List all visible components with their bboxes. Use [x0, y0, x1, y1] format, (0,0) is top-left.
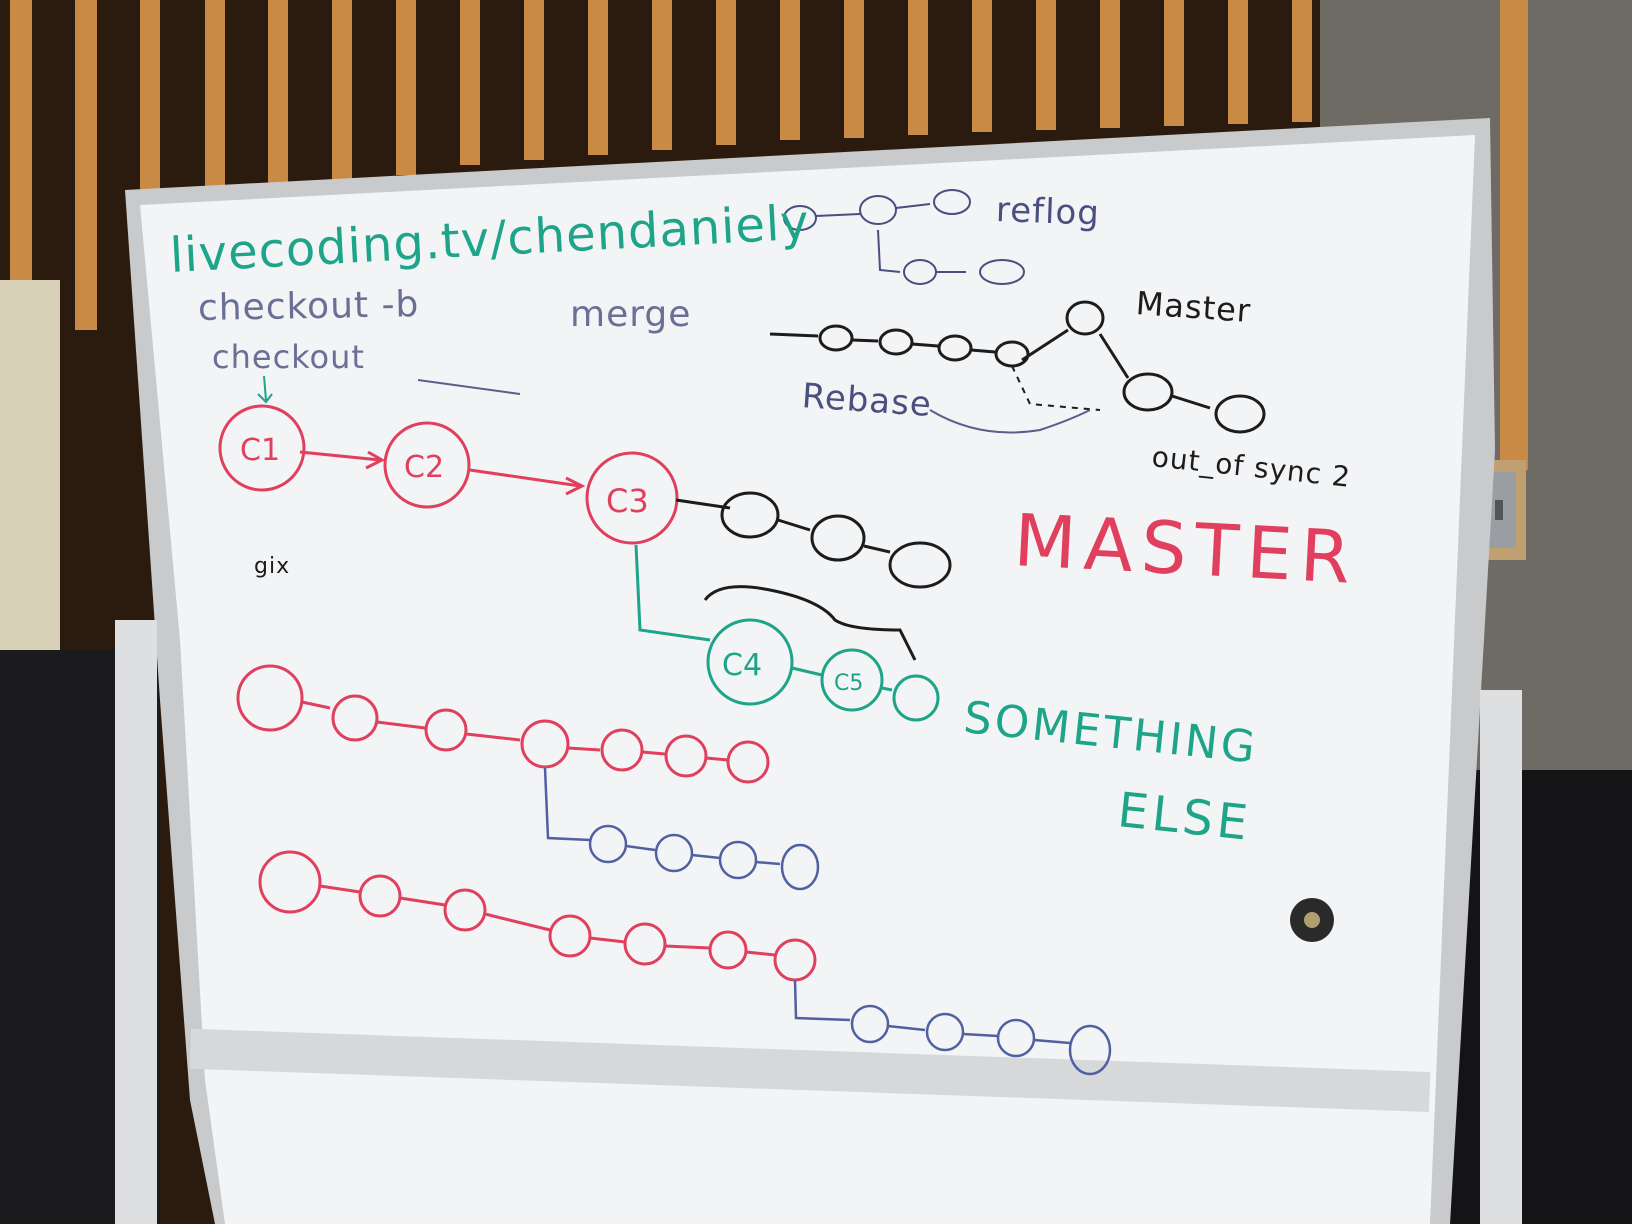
left-wall — [0, 280, 60, 680]
dash-mark — [417, 379, 521, 395]
gix-label: gix — [254, 554, 291, 579]
checkout-label: checkout — [212, 338, 365, 376]
reflog-diagram — [783, 189, 1025, 285]
stand-leg-left — [115, 620, 157, 1224]
rebase-curve — [929, 409, 1091, 434]
commit-c2 — [383, 421, 471, 509]
commit-c3 — [585, 451, 679, 545]
commit-c1 — [218, 404, 306, 492]
commit-c2-label: C2 — [404, 450, 444, 485]
commit-c1-label: C1 — [240, 433, 280, 468]
checkout-b-label: checkout -b — [197, 284, 420, 329]
stand-leg-right — [1480, 690, 1522, 1224]
commit-chain-red-bottom — [258, 850, 817, 982]
commit-c3-label: C3 — [606, 482, 649, 520]
commit-c4 — [706, 618, 794, 706]
merge-label: merge — [570, 294, 692, 335]
commit-chain-teal — [634, 544, 940, 722]
whiteboard-surface — [140, 135, 1475, 1224]
commit-chain-black-mid — [675, 491, 952, 661]
marker-tray — [189, 1028, 1431, 1112]
teal-arrow-checkout — [257, 375, 273, 404]
commit-c5-label: C5 — [834, 671, 863, 696]
rebase-diagram — [769, 300, 1266, 434]
commit-chain-navy-middle — [543, 767, 820, 891]
master-small-label: Master — [1134, 284, 1253, 330]
commit-chain-red-middle — [236, 664, 770, 784]
commit-c4-label: C4 — [722, 648, 762, 683]
commit-c5 — [820, 648, 884, 712]
reflog-label: reflog — [995, 190, 1101, 234]
commit-chain-red-top — [218, 404, 679, 545]
commit-chain-navy-bottom — [793, 979, 1112, 1076]
master-big-label: MASTER — [1011, 498, 1361, 600]
